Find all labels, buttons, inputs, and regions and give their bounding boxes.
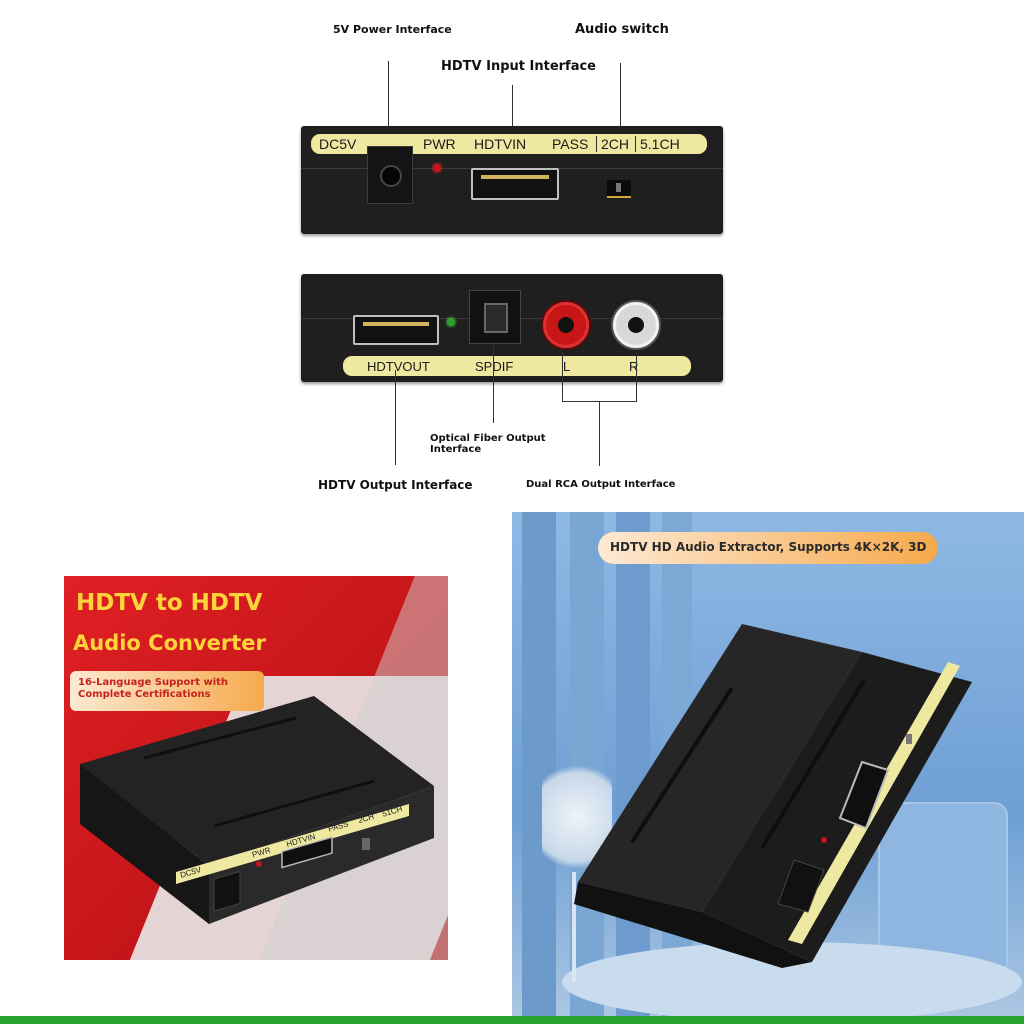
badge-text: 16-Language Support with Complete Certif… xyxy=(78,677,229,700)
dc-power-jack xyxy=(367,146,413,204)
power-leader-line xyxy=(388,61,389,154)
hdtv-output-label: HDTV Output Interface xyxy=(318,478,473,492)
extractor-device-right: DC5V PWR HDTVIN PASS 2CH 51CH xyxy=(512,512,1024,1016)
optical-leader-line xyxy=(493,343,494,423)
extractor-badge-text: HDTV HD Audio Extractor, Supports 4K×2K,… xyxy=(610,540,927,554)
status-led xyxy=(447,318,455,326)
dc5v-label: DC5V xyxy=(319,136,357,152)
pass-label: PASS xyxy=(552,136,589,152)
audio-switch-leader-line xyxy=(620,63,621,181)
2ch-label: 2CH xyxy=(601,136,630,152)
promo-blue-panel: HDTV HD Audio Extractor, Supports 4K×2K,… xyxy=(512,512,1024,1016)
hdtv-output-leader-line xyxy=(395,370,396,465)
rca-left-leader xyxy=(562,352,563,402)
hdtvout-label: HDTVOUT xyxy=(367,359,430,374)
bottom-accent-bar xyxy=(0,1016,1024,1024)
rca-left-jack xyxy=(543,302,589,348)
promo-certification-badge: 16-Language Support with Complete Certif… xyxy=(70,671,264,711)
spdif-label: SPDIF xyxy=(475,359,514,374)
audio-switch-label: Audio switch xyxy=(575,22,669,37)
power-led xyxy=(433,164,441,172)
converter-device-left: DC5V PWR HDTVIN PASS 2CH 51CH xyxy=(64,576,448,960)
front-panel: DC5V PWR HDTVIN PASS 2CH 5.1CH xyxy=(301,126,723,234)
device-shape xyxy=(80,696,434,924)
audio-switch xyxy=(607,180,631,198)
right-channel-label: R xyxy=(629,359,639,374)
rca-main-leader xyxy=(599,401,600,466)
hdtv-input-leader-line xyxy=(512,85,513,157)
spdif-optical-port xyxy=(469,290,521,344)
power-interface-label: 5V Power Interface xyxy=(333,23,452,36)
extractor-badge: HDTV HD Audio Extractor, Supports 4K×2K,… xyxy=(598,532,938,564)
rear-label-strip xyxy=(343,356,691,376)
51ch-label: 5.1CH xyxy=(640,136,680,152)
rca-output-label: Dual RCA Output Interface xyxy=(526,479,676,490)
extractor-device-shape xyxy=(574,624,972,968)
rear-panel: HDTVOUT SPDIF L R xyxy=(301,274,723,382)
hdtv-output-port xyxy=(353,315,439,345)
pwr-label: PWR xyxy=(423,136,456,152)
rca-right-leader xyxy=(636,352,637,402)
left-channel-label: L xyxy=(563,359,571,374)
promo-title-line1: HDTV to HDTV xyxy=(76,590,263,616)
optical-output-label: Optical Fiber Output Interface xyxy=(430,433,546,455)
hdtv-input-label: HDTV Input Interface xyxy=(441,59,597,74)
rca-right-jack xyxy=(613,302,659,348)
hdtv-input-port xyxy=(471,168,559,200)
hdtvin-label: HDTVIN xyxy=(474,136,527,152)
promo-title-line2: Audio Converter xyxy=(73,631,266,655)
promo-red-panel: HDTV to HDTV Audio Converter 16-Language… xyxy=(64,576,448,960)
